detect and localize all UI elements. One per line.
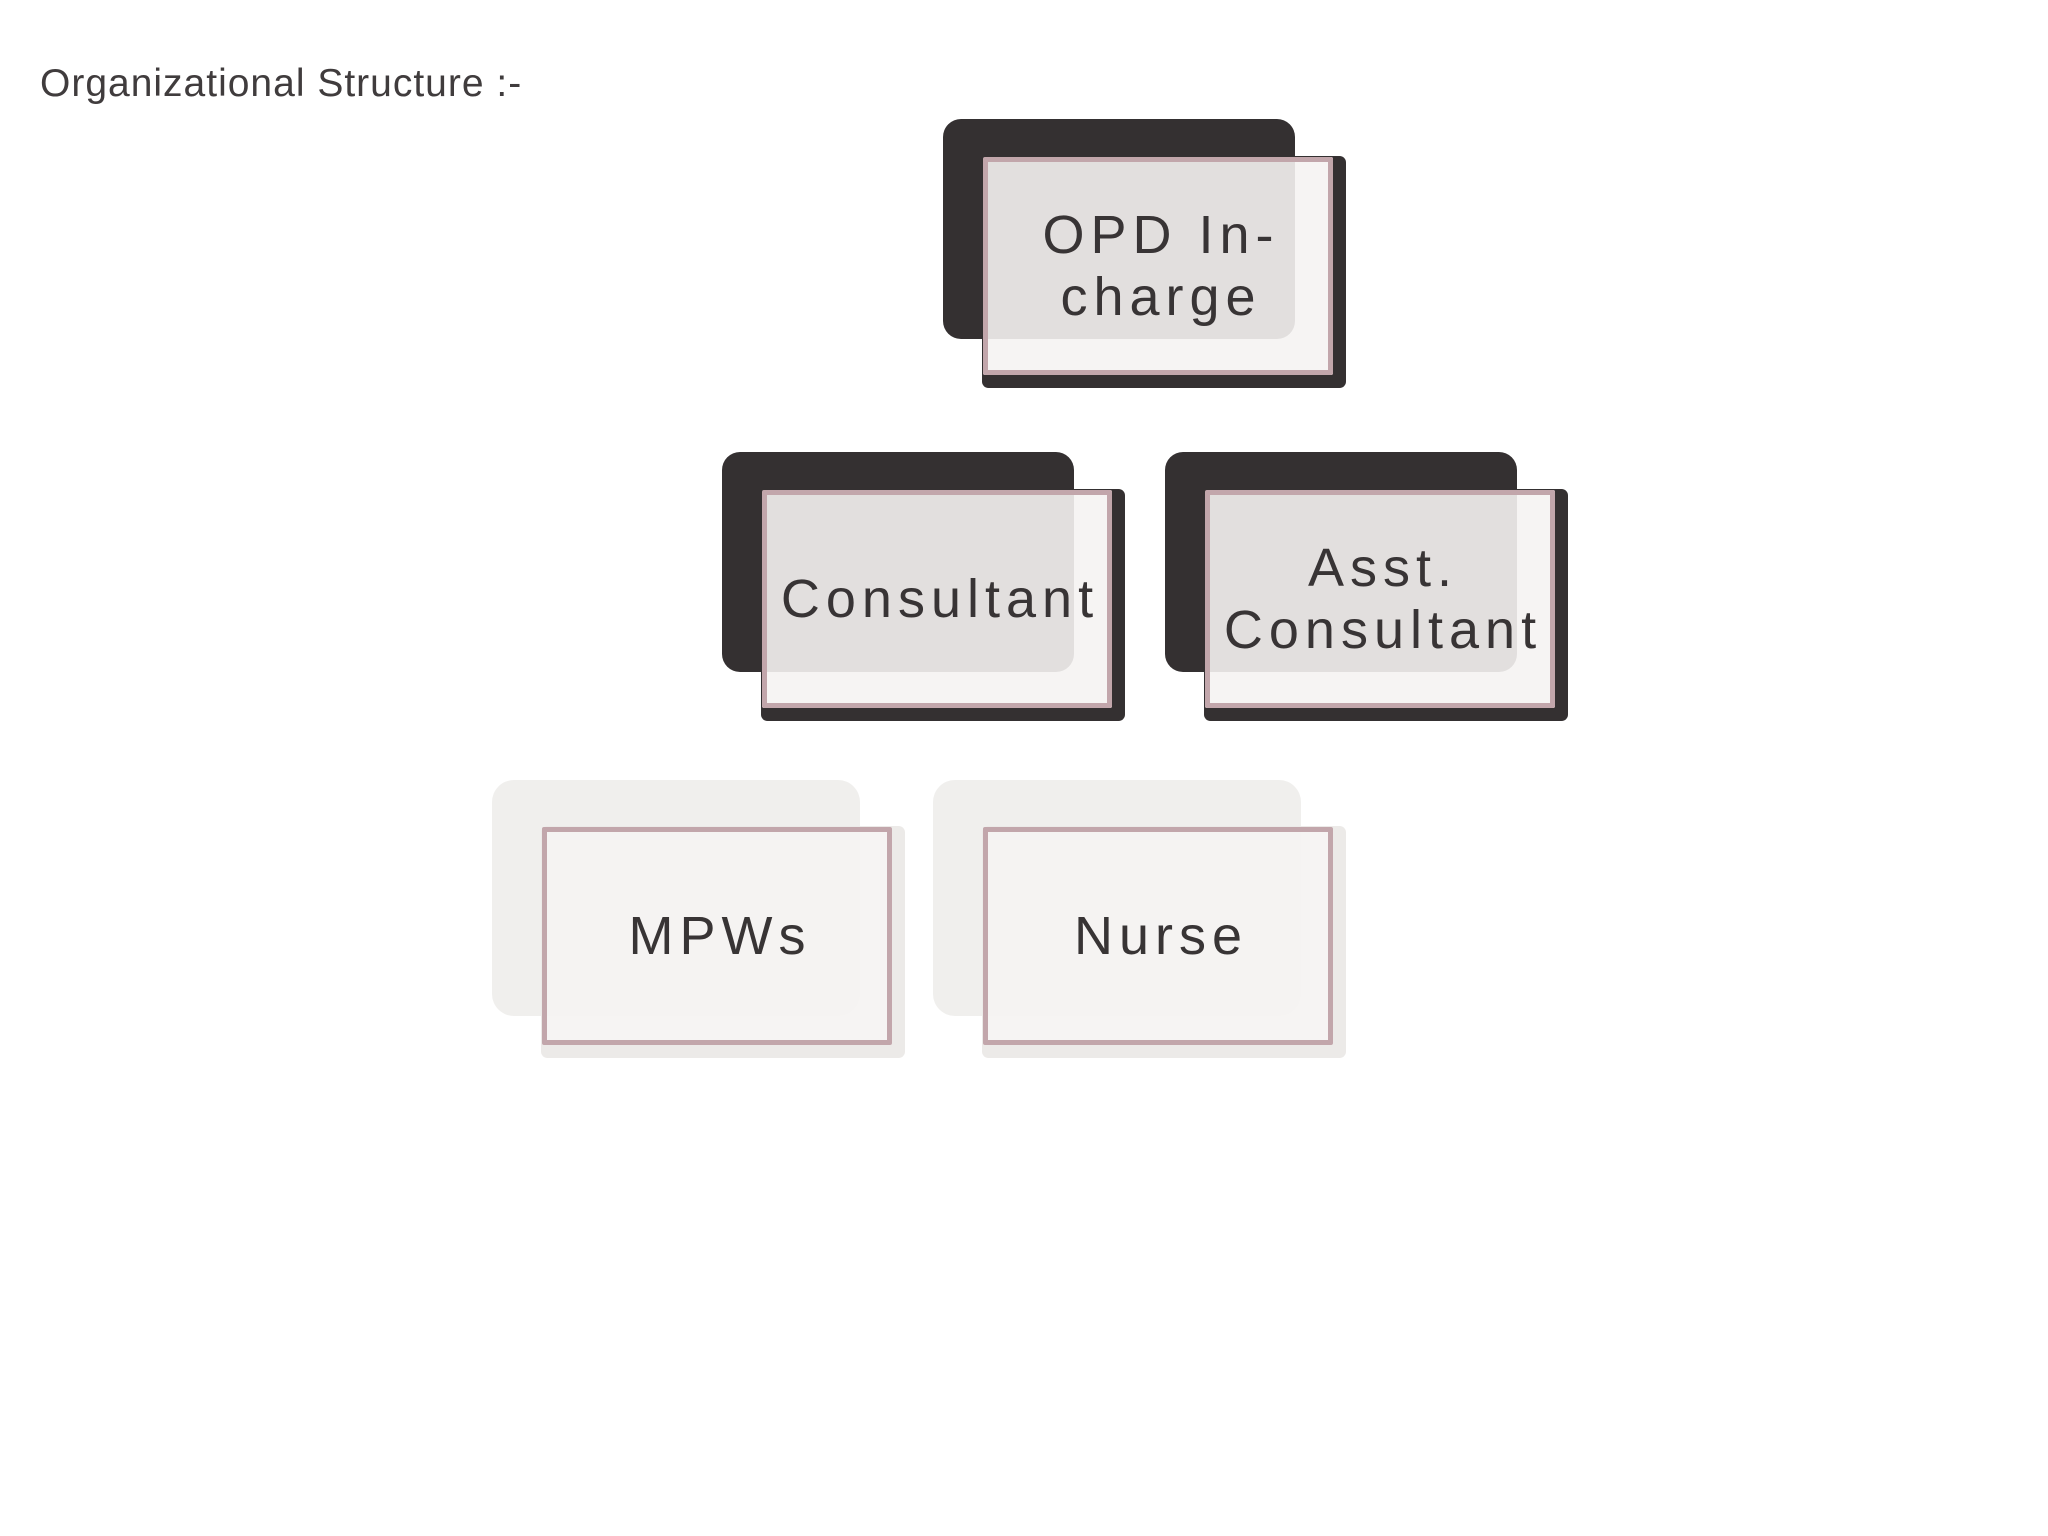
org-node-nurse[interactable]: Nurse xyxy=(983,827,1333,1045)
org-node-mpws[interactable]: MPWs xyxy=(542,827,892,1045)
node-label: OPD In-charge xyxy=(1042,204,1280,327)
node-label: Consultant xyxy=(780,568,1100,629)
org-node-consultant[interactable]: Consultant xyxy=(762,490,1112,708)
org-node-opd-in-charge[interactable]: OPD In-charge xyxy=(983,157,1333,375)
org-node-asst-consultant[interactable]: Asst. Consultant xyxy=(1205,490,1555,708)
page-title: Organizational Structure :- xyxy=(40,62,523,105)
node-label: Asst. Consultant xyxy=(1223,537,1543,660)
node-label: Nurse xyxy=(1073,905,1249,966)
node-label: MPWs xyxy=(628,905,812,966)
